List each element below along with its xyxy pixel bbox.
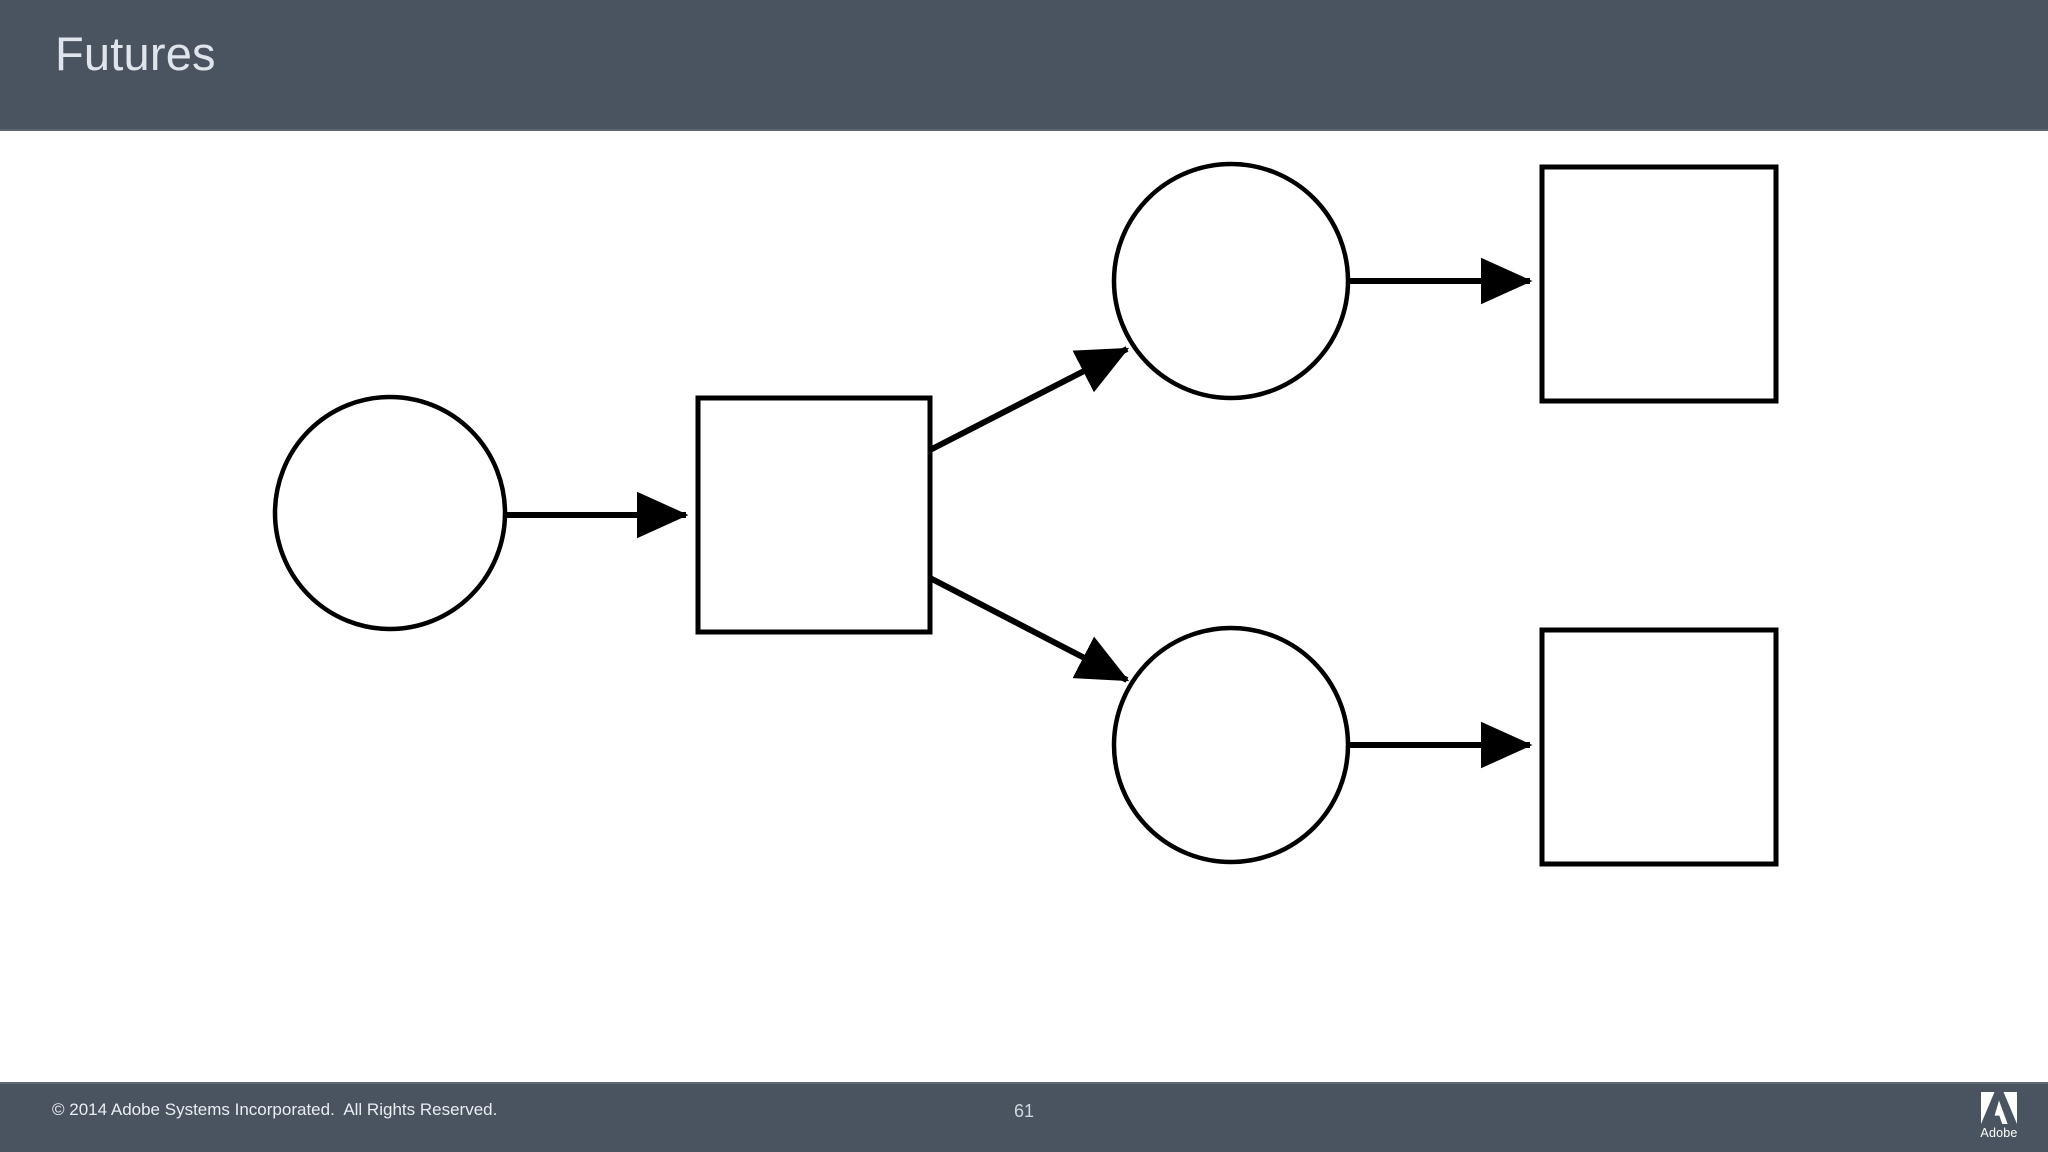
slide-header-bar: Futures <box>0 0 2048 131</box>
footer-copyright: © 2014 Adobe Systems Incorporated. All R… <box>52 1100 498 1119</box>
adobe-a-icon <box>1981 1092 2017 1124</box>
node-top-square[interactable] <box>1539 164 1779 404</box>
page-number: 61 <box>1013 1101 1035 1121</box>
flow-diagram <box>272 161 1779 867</box>
adobe-logo: Adobe <box>1968 1090 2030 1146</box>
node-bottom-circle[interactable] <box>1111 625 1351 865</box>
slide-body <box>0 131 2048 1082</box>
page-title: Futures <box>55 27 216 80</box>
node-bottom-square[interactable] <box>1539 627 1779 867</box>
adobe-wordmark: Adobe <box>1980 1126 2018 1140</box>
node-source-circle[interactable] <box>272 394 508 632</box>
diagram-edges <box>505 257 1533 769</box>
diagram-nodes <box>272 161 1779 867</box>
slide-footer-bar: © 2014 Adobe Systems Incorporated. All R… <box>0 1082 2048 1152</box>
edge-center-to-bottom-circle <box>928 575 1130 683</box>
edge-center-to-top-circle <box>928 346 1130 453</box>
node-top-circle[interactable] <box>1111 161 1351 401</box>
node-center-square[interactable] <box>695 395 933 635</box>
